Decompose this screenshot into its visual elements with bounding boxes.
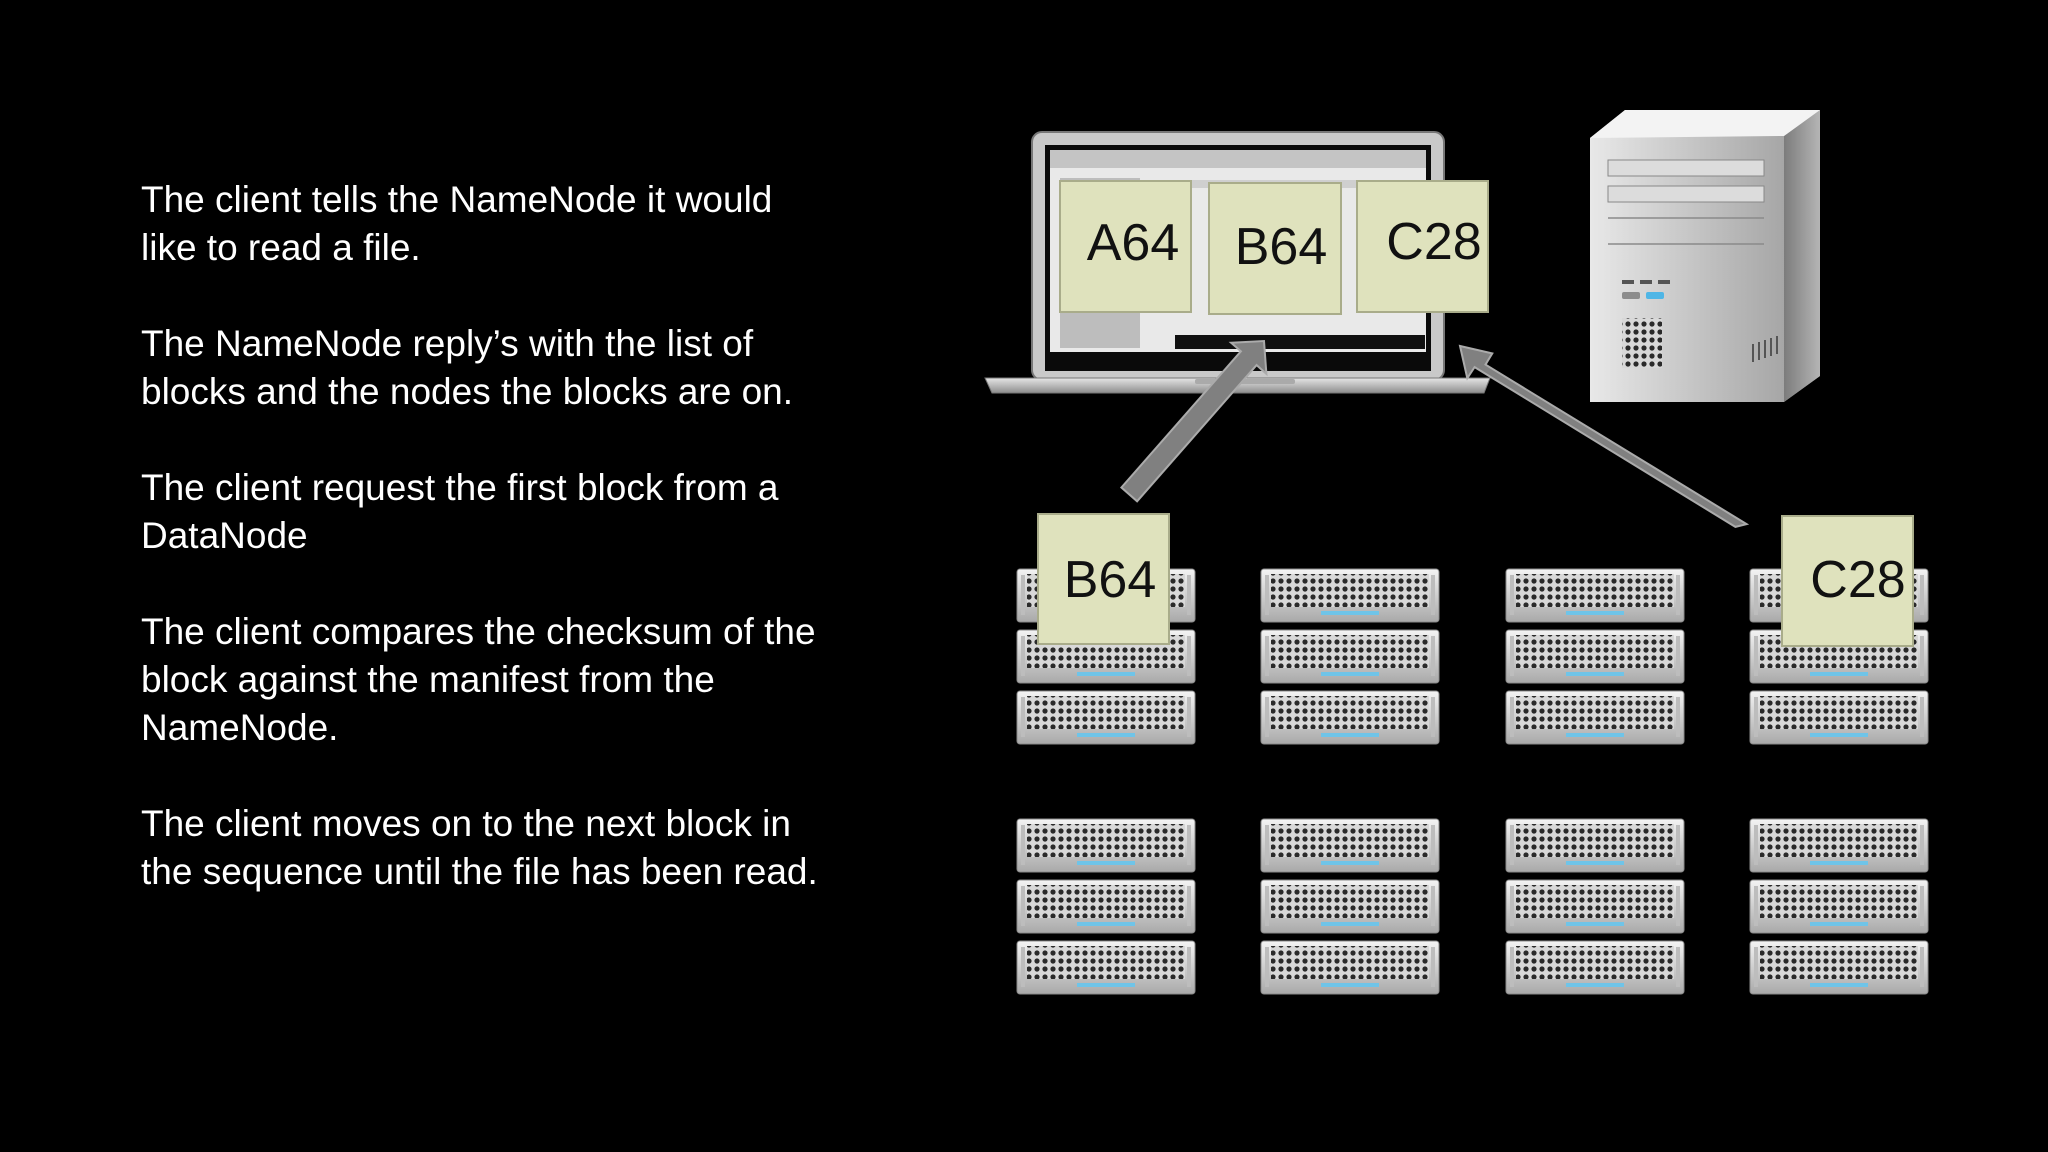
laptop-block-card: C28 — [1356, 180, 1489, 313]
step-3-text: The client request the first block from … — [141, 467, 779, 556]
arrow-c28-to-client — [1458, 344, 1750, 528]
arrow-b64-to-client — [1119, 339, 1268, 503]
datanode-rack — [1505, 568, 1685, 745]
laptop-block-card: B64 — [1208, 182, 1342, 315]
datanode-block-card: C28 — [1781, 515, 1914, 647]
explanation-text: The client tells the NameNode it would l… — [141, 176, 901, 944]
datanode-block-card: B64 — [1037, 513, 1170, 645]
datanode-rack — [1260, 568, 1440, 745]
block-label: C28 — [1810, 551, 1905, 609]
step-5-text: The client moves on to the next block in… — [141, 803, 818, 892]
datanode-rack — [1260, 818, 1440, 995]
step-4-text: The client compares the checksum of the … — [141, 611, 816, 748]
datanode-rack — [1016, 818, 1196, 995]
block-label: C28 — [1386, 213, 1481, 271]
block-label: B64 — [1064, 551, 1157, 609]
datanode-rack — [1749, 818, 1929, 995]
namenode-tower — [1590, 110, 1820, 402]
datanode-rack — [1505, 818, 1685, 995]
step-2-text: The NameNode reply’s with the list of bl… — [141, 323, 794, 412]
block-label: B64 — [1235, 218, 1328, 276]
block-label: A64 — [1087, 214, 1180, 272]
laptop-block-card: A64 — [1059, 180, 1192, 313]
step-1-text: The client tells the NameNode it would l… — [141, 179, 773, 268]
